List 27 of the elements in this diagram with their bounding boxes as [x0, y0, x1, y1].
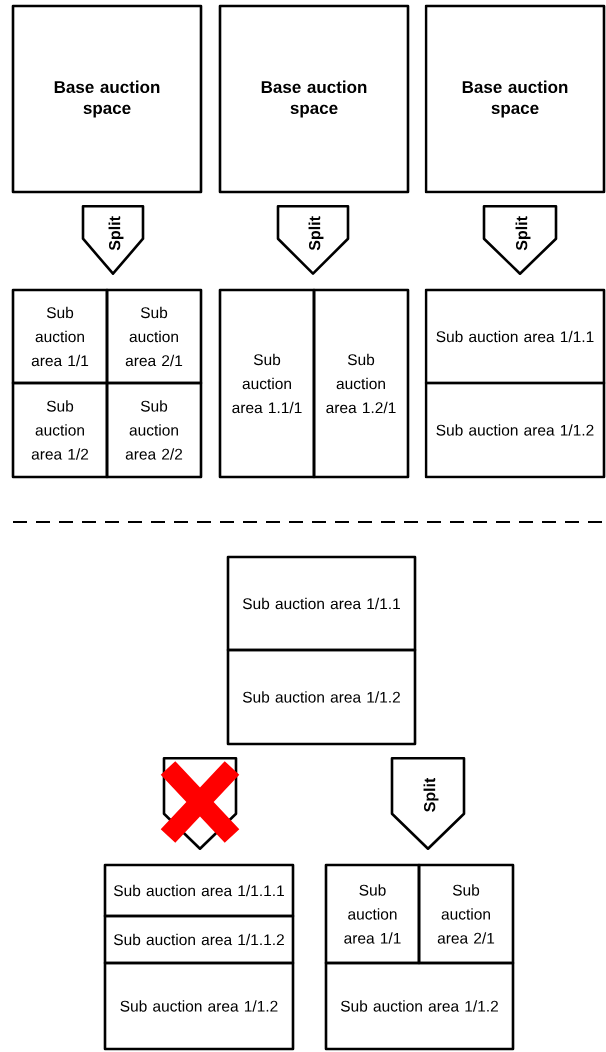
area-cell: Sub auction area 2/1: [105, 288, 203, 385]
edge-label: Split: [423, 777, 439, 812]
area-cell: Sub auction area 1.1/1: [218, 288, 316, 479]
area-cell: Sub auction area 1/1.2: [324, 961, 515, 1051]
edge-label: Split: [108, 216, 124, 251]
area-cell: Sub auction area 1/1.1.2: [103, 914, 295, 965]
area-cell: Sub auction area 1/1.2: [226, 648, 417, 746]
split-arrow: [482, 205, 558, 275]
area-cell: Sub auction area 2/1: [417, 863, 515, 965]
area-cell: Sub auction area 2/2: [105, 381, 203, 479]
split-arrow: [390, 757, 466, 850]
area-cell: Sub auction area 1/1.2: [103, 961, 295, 1051]
split-arrow: [276, 205, 350, 275]
split-arrow: [81, 205, 145, 275]
area-box: Base auction space: [218, 4, 410, 194]
area-cell: Sub auction area 1/1.1: [226, 555, 417, 652]
area-cell: Sub auction area 1/1.2: [424, 381, 606, 479]
area-cell: Sub auction area 1/1.1.1: [103, 863, 295, 918]
area-cell: Sub auction area 1/1: [324, 863, 421, 965]
edge-label: Split: [308, 216, 324, 251]
area-cell: Sub auction area 1/2: [11, 381, 109, 479]
area-cell: Sub auction area 1/1: [11, 288, 109, 385]
area-cell: Sub auction area 1/1.1: [424, 288, 606, 385]
area-box: Base auction space: [424, 4, 606, 194]
area-box: Base auction space: [11, 4, 203, 194]
area-cell: Sub auction area 1.2/1: [312, 288, 410, 479]
edge-label: Split: [515, 216, 531, 251]
